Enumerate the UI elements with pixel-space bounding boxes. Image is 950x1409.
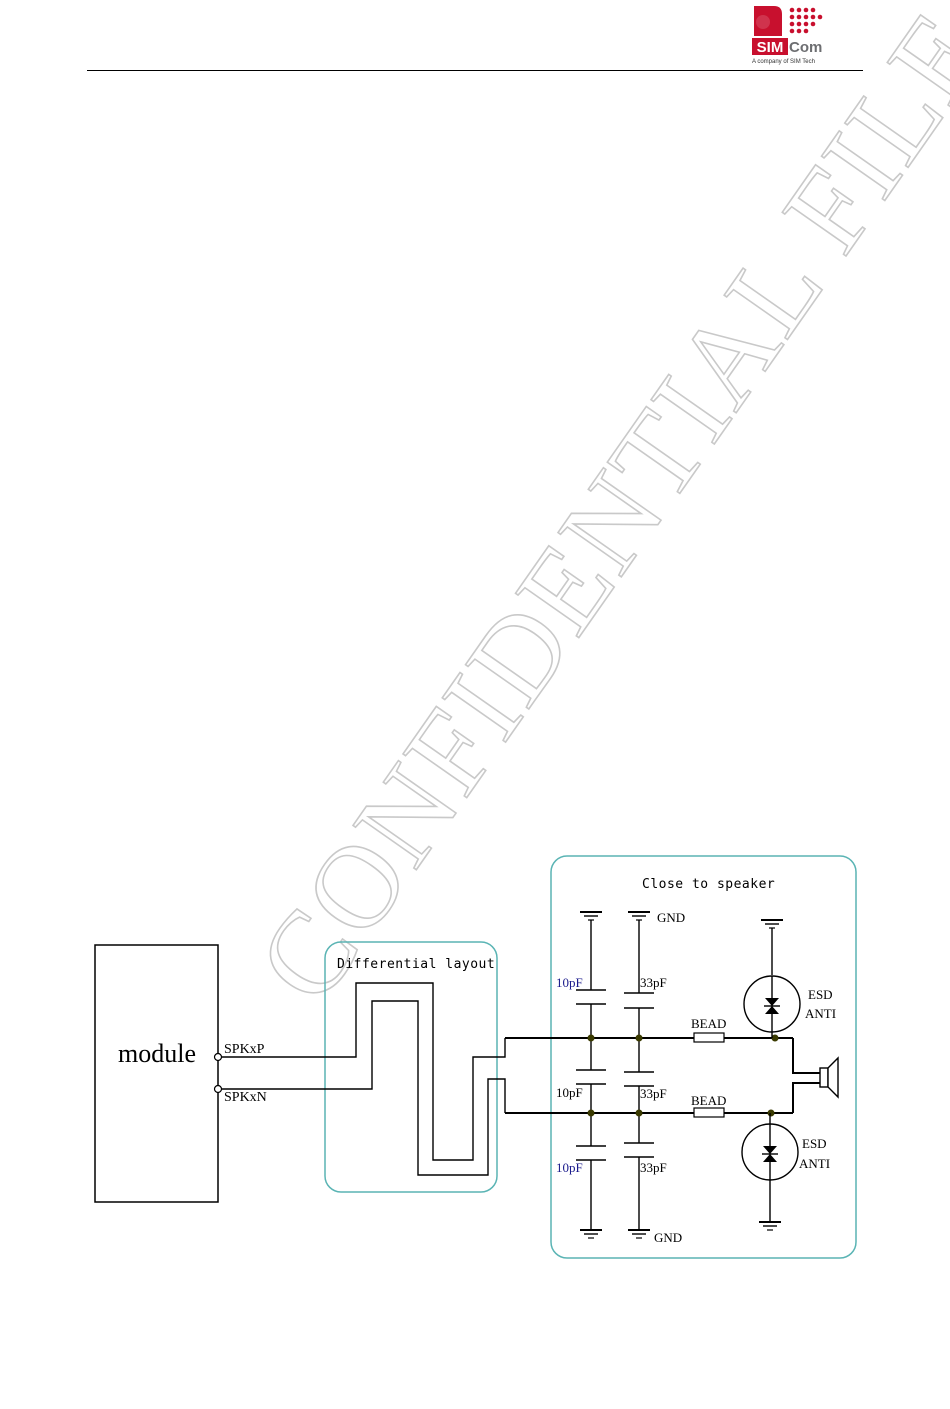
- esd-diode-bottom: [742, 1113, 798, 1230]
- pin-n-label: SPKxN: [224, 1090, 267, 1105]
- cap-label-33pf-1: 33pF: [640, 975, 667, 990]
- cap-label-10pf-3: 10pF: [556, 1160, 583, 1175]
- differential-traces: [222, 983, 505, 1175]
- module-label: module: [118, 1039, 196, 1068]
- cap-column-left: [576, 920, 606, 1230]
- pin-n: [215, 1086, 222, 1093]
- differential-layout-box: [325, 942, 497, 1192]
- cap-label-33pf-3: 33pF: [640, 1160, 667, 1175]
- pin-p: [215, 1054, 222, 1061]
- bead-bottom: [694, 1108, 724, 1117]
- bead-bottom-label: BEAD: [691, 1093, 726, 1108]
- esd-bottom-label-1: ESD: [802, 1136, 827, 1151]
- cap-column-right: [624, 920, 654, 1230]
- bead-top-label: BEAD: [691, 1016, 726, 1031]
- esd-top-label-1: ESD: [808, 987, 833, 1002]
- differential-layout-label: Differential layout: [337, 957, 495, 972]
- close-to-speaker-label: Close to speaker: [642, 877, 775, 892]
- gnd-label-bottom: GND: [654, 1230, 682, 1245]
- esd-top-label-2: ANTI: [805, 1006, 836, 1021]
- esd-diode-top: [744, 920, 800, 1038]
- gnd-icon: [580, 912, 602, 920]
- module-block: [95, 945, 218, 1202]
- esd-bottom-label-2: ANTI: [799, 1156, 830, 1171]
- signal-lines: [505, 1038, 820, 1113]
- speaker-icon: [820, 1058, 838, 1097]
- cap-label-33pf-2: 33pF: [640, 1086, 667, 1101]
- pin-p-label: SPKxP: [224, 1042, 265, 1057]
- gnd-icon: [628, 1230, 650, 1238]
- junction-nodes: [588, 1035, 779, 1117]
- cap-label-10pf-1: 10pF: [556, 975, 583, 990]
- cap-label-10pf-2: 10pF: [556, 1085, 583, 1100]
- gnd-label-top: GND: [657, 910, 685, 925]
- gnd-icon: [580, 1230, 602, 1238]
- gnd-icon: [628, 912, 650, 920]
- bead-top: [694, 1033, 724, 1042]
